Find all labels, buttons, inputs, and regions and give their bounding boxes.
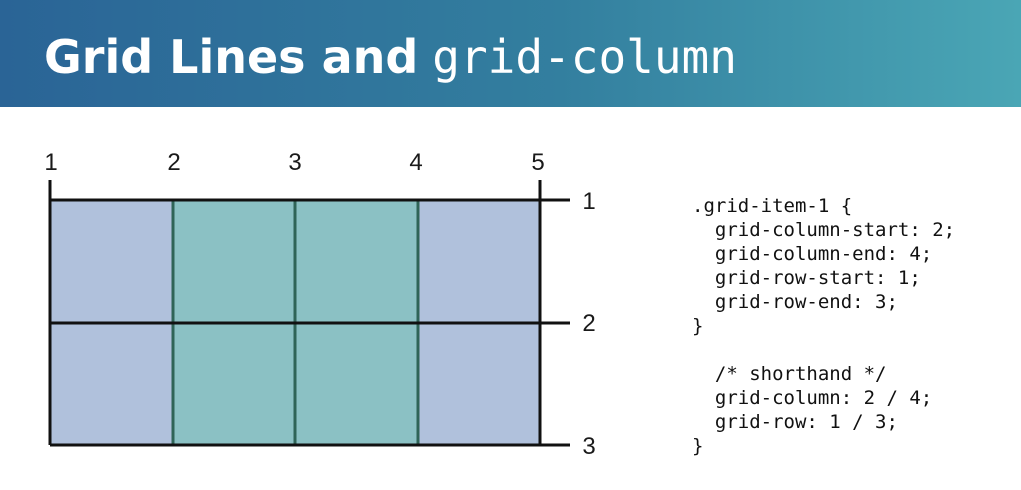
grid-item-1-cell [295,323,418,445]
grid-cell [50,200,173,323]
code-line: .grid-item-1 { [692,195,853,217]
row-line-label: 1 [582,188,595,215]
code-line: grid-row-end: 3; [692,291,898,313]
row-line-label: 3 [582,433,595,460]
column-line-labels: 1 2 3 4 5 [44,149,544,176]
code-line: grid-row: 1 / 3; [692,411,898,433]
grid-item-1-cell [173,323,295,445]
code-line: } [692,315,704,337]
grid-cells [50,200,540,445]
css-code-block: .grid-item-1 { grid-column-start: 2; gri… [692,194,955,458]
grid-item-1-cell [173,200,295,323]
code-line: grid-row-start: 1; [692,267,921,289]
code-line: /* shorthand */ [692,363,887,385]
title-text: Grid Lines and [44,30,419,84]
grid-cell [50,323,173,445]
code-line: grid-column-end: 4; [692,243,933,265]
grid-item-1-cell [295,200,418,323]
column-line-label: 4 [409,149,422,176]
title-code-text: grid-column [432,30,737,84]
code-line: grid-column: 2 / 4; [692,387,933,409]
row-line-label: 2 [582,310,595,337]
column-line-label: 2 [167,149,180,176]
column-line-label: 3 [288,149,301,176]
grid-cell [418,323,540,445]
grid-cell [418,200,540,323]
code-line: grid-column-start: 2; [692,219,956,241]
code-line [692,338,955,362]
code-line: } [692,435,704,457]
column-line-label: 5 [531,149,544,176]
column-line-label: 1 [44,149,57,176]
grid-lines [48,180,570,447]
row-line-labels: 1 2 3 [582,188,595,460]
